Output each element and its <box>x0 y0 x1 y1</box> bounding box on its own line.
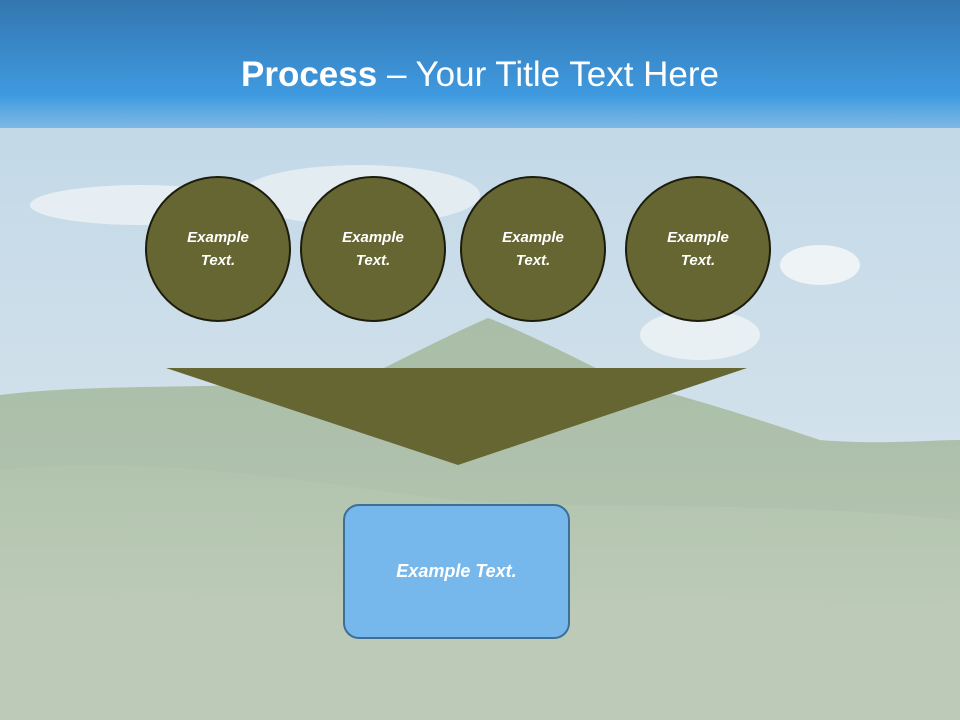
result-box[interactable]: Example Text. <box>343 504 570 639</box>
title-bold-part: Process <box>241 55 378 94</box>
process-step-label: Example Text. <box>342 229 404 269</box>
title-rest-part: – Your Title Text Here <box>377 55 719 94</box>
process-step-circle-3[interactable]: Example Text. <box>460 176 606 322</box>
title-bar-background <box>0 0 960 128</box>
process-step-label: Example Text. <box>502 229 564 269</box>
process-step-circle-2[interactable]: Example Text. <box>300 176 446 322</box>
process-step-label: Example Text. <box>187 229 249 269</box>
result-label: Example Text. <box>396 561 517 581</box>
process-step-circle-1[interactable]: Example Text. <box>145 176 291 322</box>
slide-title: Process – Your Title Text Here <box>0 52 960 98</box>
process-step-label: Example Text. <box>667 229 729 269</box>
process-step-circle-4[interactable]: Example Text. <box>625 176 771 322</box>
